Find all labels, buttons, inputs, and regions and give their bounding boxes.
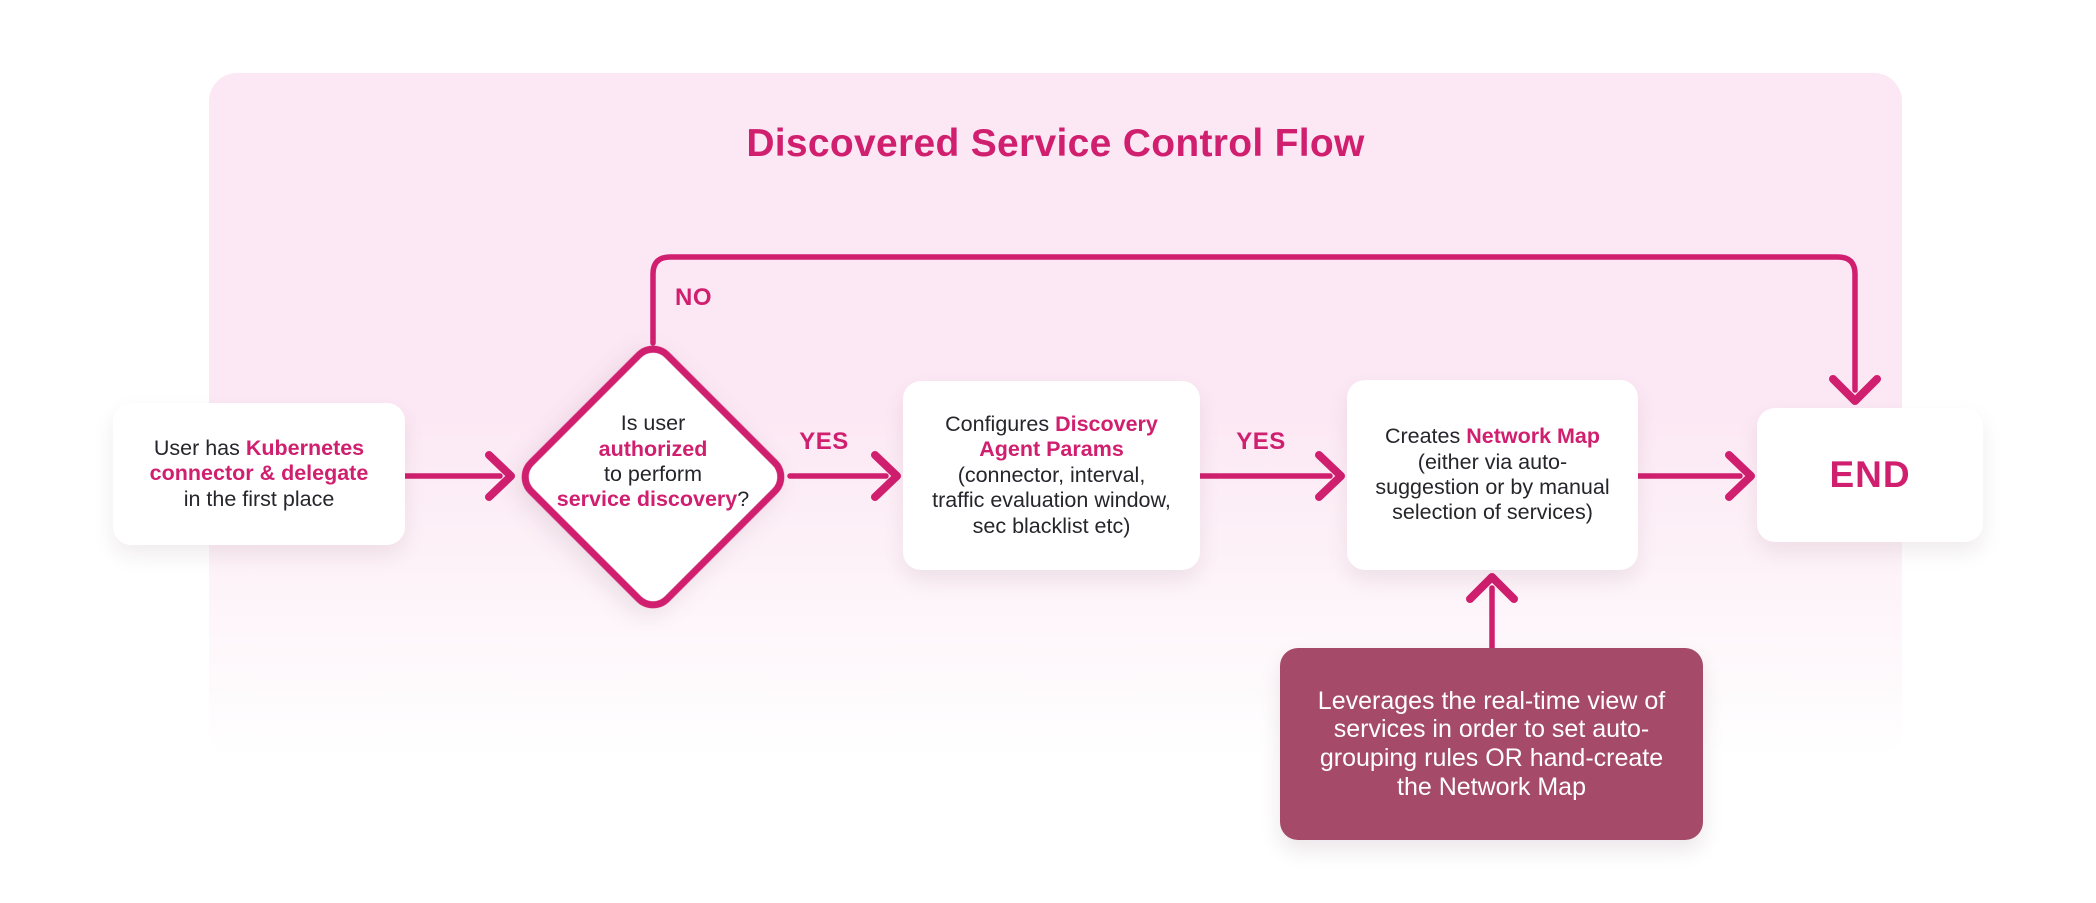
arrow-note-to-create-head [1466,573,1518,603]
text-line: in the first place [183,486,335,511]
node-end: END [1757,408,1983,542]
arrow-create-to-end-head [1725,451,1755,501]
text-line: Is user [620,411,686,436]
arrow-configure-to-create-head [1315,451,1345,501]
node-create-map: Creates Network Map(either via auto-sugg… [1347,380,1638,570]
text-line: Leverages the real-time view of [1317,686,1666,715]
label-yes-1: YES [799,428,849,455]
page-title: Discovered Service Control Flow [746,122,1365,165]
arrow-start-to-decision-head [485,451,515,501]
text-line: suggestion or by manual [1375,475,1610,499]
text-line: User has Kubernetes [153,435,365,460]
text-line: grouping rules OR hand-create [1319,744,1664,772]
text-line: services in order to set auto- [1333,715,1650,744]
text-line: the Network Map [1397,772,1586,801]
text-line: service discovery? [556,487,750,512]
arrow-decision-to-configure-head [871,451,901,501]
text-line: Configures Discovery [945,412,1158,437]
text-line: traffic evaluation window, [932,488,1171,513]
text-line: authorized [598,436,708,461]
text-line: selection of services) [1392,500,1593,525]
label-yes-2: YES [1236,428,1286,455]
label-no: NO [675,284,712,311]
text-line: (connector, interval, [957,462,1146,487]
text-line: Agent Params [979,437,1124,462]
text-line: (either via auto- [1417,449,1568,474]
text-line: to perform [604,462,702,486]
decision-diamond [521,345,785,609]
text-line: connector & delegate [149,461,369,486]
text-line: sec blacklist etc) [972,513,1131,538]
no-path-arrowhead [1829,375,1881,405]
no-path-line [650,254,1858,393]
text-line: Creates Network Map [1384,424,1601,449]
